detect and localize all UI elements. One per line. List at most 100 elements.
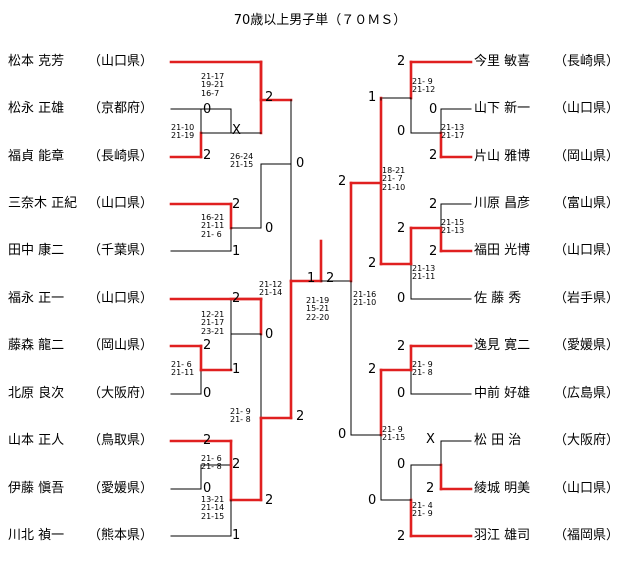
- result-mark: 2: [397, 221, 406, 236]
- player-left: 北原 良次 （大阪府）: [8, 386, 153, 402]
- player-left: 松本 克芳 （山口県）: [8, 54, 153, 70]
- result-mark: 0: [203, 386, 212, 401]
- result-mark: 0: [397, 124, 406, 139]
- page-title: 70歳以上男子単（７０ＭＳ）: [233, 13, 407, 28]
- player-name: 藤森 龍二: [8, 338, 65, 353]
- result-mark: 2: [203, 433, 212, 448]
- result-mark: 2: [296, 409, 305, 424]
- player-name: 田中 康二: [8, 243, 65, 258]
- match-score: 21- 9 21-12: [412, 77, 436, 95]
- player-prefecture: （山口県）: [554, 243, 620, 258]
- player-prefecture: （岡山県）: [554, 149, 620, 164]
- player-prefecture: （福岡県）: [554, 528, 620, 543]
- player-left: 田中 康二（千葉県）: [8, 243, 153, 259]
- player-name: 綾城 明美: [474, 481, 531, 496]
- player-right: 川原 昌彦（富山県）: [474, 196, 619, 212]
- result-mark: X: [232, 123, 241, 138]
- player-prefecture: （大阪府）: [554, 433, 620, 448]
- match-score: 26-24 21-15: [230, 152, 254, 170]
- player-name: 松永 正雄: [8, 101, 65, 116]
- result-mark: 1: [232, 244, 241, 259]
- result-mark: 2: [429, 244, 438, 259]
- player-name: 福永 正一: [8, 291, 65, 306]
- player-prefecture: （山口県）: [554, 481, 620, 496]
- player-name: 川原 昌彦: [474, 196, 531, 211]
- player-prefecture: （長崎県）: [88, 149, 154, 164]
- player-right: 山下 新一 （山口県）: [474, 101, 619, 117]
- player-right: 逸見 寛二（愛媛県）: [474, 338, 619, 354]
- player-name: 福田 光博: [474, 243, 531, 258]
- player-right: 中前 好雄 （広島県）: [474, 386, 619, 402]
- player-name: 片山 雅博: [474, 149, 531, 164]
- match-score: 21- 9 21-15: [382, 425, 406, 443]
- player-right: 松 田 治（大阪府）: [474, 433, 619, 449]
- result-mark: 2: [426, 481, 435, 496]
- result-mark: 0: [265, 221, 274, 236]
- result-mark: 0: [296, 156, 305, 171]
- player-left: 福貞 能章 （長崎県）: [8, 149, 153, 165]
- player-left: 三奈木 正紀（山口県）: [8, 196, 153, 212]
- player-name: 中前 好雄: [474, 386, 531, 401]
- player-right: 佐 藤 秀（岩手県）: [474, 291, 619, 307]
- player-prefecture: （山口県）: [554, 101, 620, 116]
- player-right: 今里 敏喜 （長崎県）: [474, 54, 619, 70]
- player-right: 羽江 雄司 （福岡県）: [474, 528, 619, 544]
- player-prefecture: （岩手県）: [554, 291, 620, 306]
- result-mark: 0: [429, 102, 438, 117]
- player-prefecture: （愛媛県）: [88, 481, 154, 496]
- match-score: 13-21 21-14 21-15: [201, 495, 225, 521]
- result-mark: 2: [232, 457, 241, 472]
- result-mark: 2: [429, 148, 438, 163]
- result-mark: 2: [232, 291, 241, 306]
- result-mark: 2: [368, 256, 377, 271]
- player-right: 片山 雅博 （岡山県）: [474, 149, 619, 165]
- match-score: 21-10 21-19: [171, 123, 195, 141]
- match-score: 21-13 21-11: [412, 264, 436, 282]
- player-name: 逸見 寛二: [474, 338, 531, 353]
- player-right: 綾城 明美 （山口県）: [474, 481, 619, 497]
- match-score: 21- 4 21- 9: [412, 501, 433, 519]
- player-name: 山下 新一: [474, 101, 531, 116]
- result-mark: 2: [265, 493, 274, 508]
- result-mark: 0: [397, 457, 406, 472]
- match-score: 21- 9 21- 8: [412, 360, 433, 378]
- result-mark: 2: [203, 148, 212, 163]
- match-score: 21- 9 21- 8: [230, 407, 251, 425]
- match-score: 21-12 21-14: [259, 280, 283, 298]
- player-name: 福貞 能章: [8, 149, 65, 164]
- player-name: 北原 良次: [8, 386, 65, 401]
- player-prefecture: （岡山県）: [88, 338, 154, 353]
- player-prefecture: （山口県）: [88, 54, 154, 69]
- result-mark: 2: [397, 529, 406, 544]
- match-score: 16-21 21-11 21- 6: [201, 213, 225, 239]
- match-score: 21-19 15-21 22-20: [306, 296, 330, 322]
- match-score: 21-15 21-13: [441, 218, 465, 236]
- result-mark: 1: [368, 90, 377, 105]
- player-prefecture: （大阪府）: [88, 386, 154, 401]
- player-left: 藤森 龍二 （岡山県）: [8, 338, 153, 354]
- result-mark: 1: [232, 362, 241, 377]
- player-prefecture: （広島県）: [554, 386, 620, 401]
- result-mark: 0: [203, 102, 212, 117]
- player-left: 松永 正雄（京都府）: [8, 101, 153, 117]
- match-score: 21-17 19-21 16-7: [201, 72, 225, 98]
- player-left: 山本 正人（鳥取県）: [8, 433, 153, 449]
- match-score: 12-21 21-17 23-21: [201, 310, 225, 336]
- result-mark: 2: [232, 197, 241, 212]
- player-name: 羽江 雄司: [474, 528, 531, 543]
- player-right: 福田 光博 （山口県）: [474, 243, 619, 259]
- player-prefecture: （鳥取県）: [88, 433, 154, 448]
- player-prefecture: （長崎県）: [554, 54, 620, 69]
- result-mark: 0: [397, 386, 406, 401]
- result-mark: 1: [232, 528, 241, 543]
- result-mark: 2: [368, 362, 377, 377]
- player-left: 川北 禎一 （熊本県）: [8, 528, 153, 544]
- result-mark: 0: [338, 427, 347, 442]
- player-name: 松本 克芳: [8, 54, 65, 69]
- player-name: 川北 禎一: [8, 528, 65, 543]
- player-left: 伊藤 愼吾（愛媛県）: [8, 481, 153, 497]
- player-prefecture: （熊本県）: [88, 528, 154, 543]
- player-name: 今里 敏喜: [474, 54, 531, 69]
